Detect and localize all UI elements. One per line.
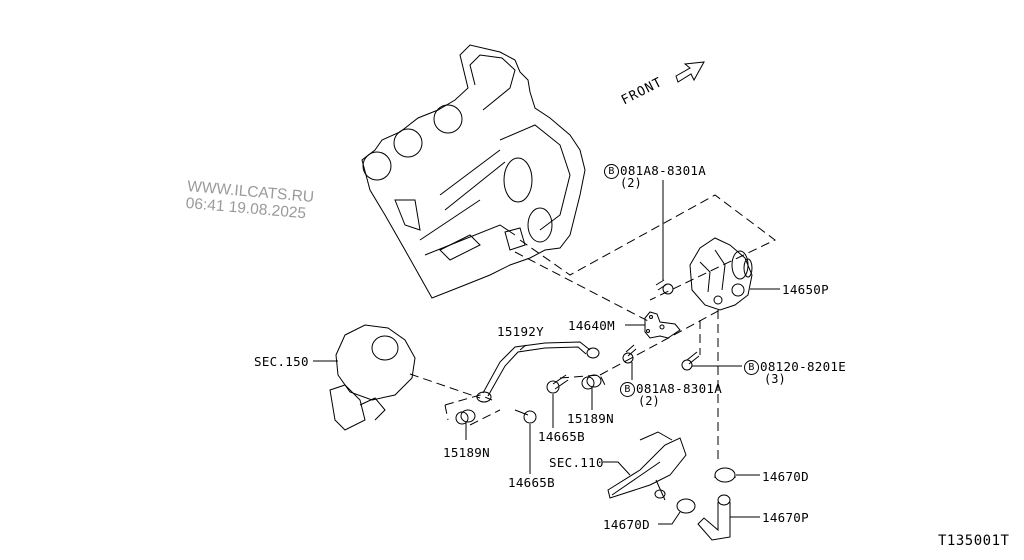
bolt-marker-icon: B [620,382,635,397]
bolt-marker-icon: B [604,164,619,179]
callout-14650P[interactable]: 14650P [782,282,829,297]
callout-qty: (2) [620,176,642,190]
diagram-code: T135001T [938,533,1010,549]
callout-14665B-right[interactable]: 14665B [538,429,585,444]
front-arrow-icon [675,61,705,83]
callout-15189N-left[interactable]: 15189N [443,445,490,460]
block-section-drawing [607,431,687,501]
water-pump-drawing [689,237,753,311]
callout-qty: (3) [764,372,786,386]
turbo-drawing [329,324,416,431]
oil-tube-drawing [476,341,600,403]
bolts-drawing [514,279,700,424]
callout-14665B-left[interactable]: 14665B [508,475,555,490]
callout-SEC-110[interactable]: SEC.110 [549,455,604,470]
callout-15189N-right[interactable]: 15189N [567,411,614,426]
callout-14670D-lower[interactable]: 14670D [603,517,650,532]
leader-lines [313,188,780,525]
callout-15192Y[interactable]: 15192Y [497,324,544,339]
clamps-drawing [455,374,602,425]
callout-SEC-150[interactable]: SEC.150 [254,354,309,369]
hose-drawing [676,467,736,541]
callout-qty: (2) [638,394,660,408]
bolt-marker-icon: B [744,360,759,375]
callout-14670D-upper[interactable]: 14670D [762,469,809,484]
callout-14670P[interactable]: 14670P [762,510,809,525]
bracket-drawing [644,311,681,339]
callout-14640M[interactable]: 14640M [568,318,615,333]
engine-block-drawing [361,44,586,299]
